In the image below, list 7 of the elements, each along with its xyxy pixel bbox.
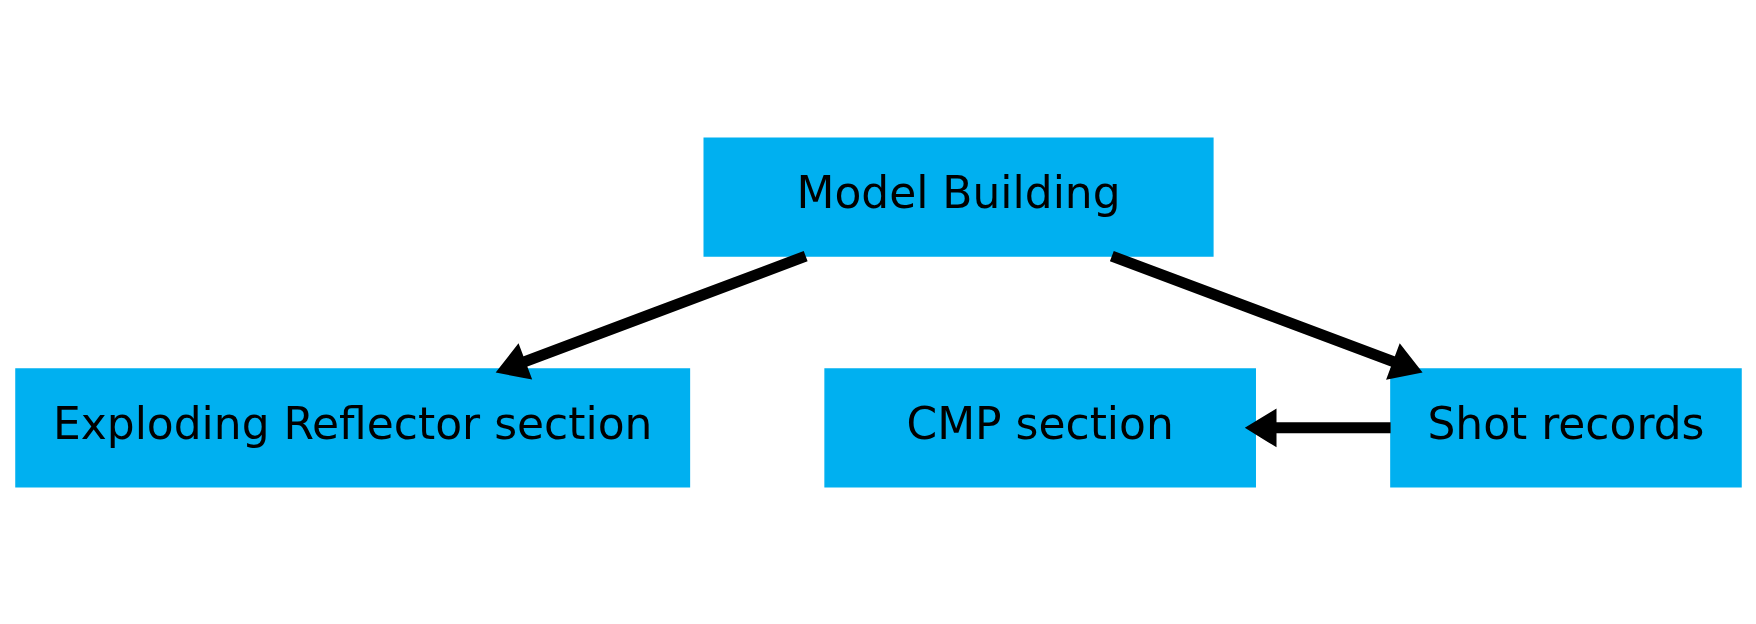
arrow (495, 250, 808, 380)
arrow (1244, 407, 1391, 447)
arrow (1109, 250, 1423, 380)
node-box: CMP section (823, 367, 1256, 487)
node-box: Model Building (703, 137, 1214, 257)
node-box: Shot records (1389, 367, 1742, 487)
node-box: Exploding Reflector section (14, 367, 690, 487)
